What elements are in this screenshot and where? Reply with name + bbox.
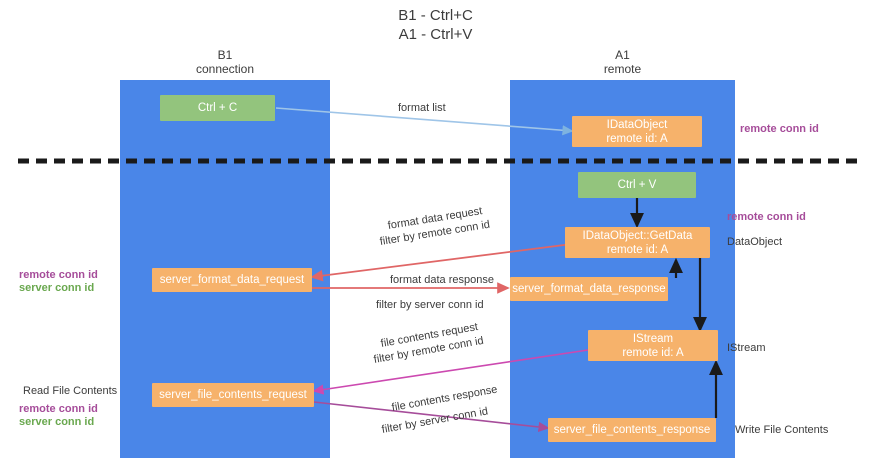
- node-istream-line2: remote id: A: [622, 346, 684, 359]
- column-header-b1-name: B1: [217, 48, 233, 62]
- side-label-istream: IStream: [727, 342, 766, 354]
- label-format-data-response-filter-key: server conn id: [414, 299, 484, 311]
- node-server-file-contents-response[interactable]: server_file_contents_response: [548, 418, 716, 442]
- column-header-a1-sub: remote: [603, 62, 642, 76]
- side-label-left-server-conn-id-bottom: server conn id: [19, 416, 95, 428]
- node-ctrl-c[interactable]: Ctrl + C: [160, 95, 275, 121]
- side-label-remote-conn-id-mid: remote conn id: [727, 211, 806, 223]
- node-idataobject-line1: IDataObject: [606, 118, 668, 131]
- side-label-dataobject: DataObject: [727, 236, 783, 248]
- label-file-contents-response-filter-prefix: filter by: [380, 417, 421, 436]
- side-label-write-file-contents: Write File Contents: [735, 424, 829, 436]
- node-getdata-line1: IDataObject::GetData: [582, 229, 693, 242]
- node-idataobject-getdata[interactable]: IDataObject::GetData remote id: A: [565, 227, 710, 258]
- node-ctrl-v-label: Ctrl + V: [617, 179, 657, 191]
- label-format-data-response-filter-prefix: filter by: [376, 299, 415, 311]
- node-idataobject[interactable]: IDataObject remote id: A: [572, 116, 702, 147]
- node-server-file-contents-request[interactable]: server_file_contents_request: [152, 383, 314, 407]
- title-line-2: A1 - Ctrl+V: [398, 26, 473, 43]
- side-label-left-remote-conn-id-mid: remote conn id: [19, 269, 98, 281]
- title-line-1: B1 - Ctrl+C: [398, 7, 473, 24]
- side-label-left-server-conn-id-mid: server conn id: [19, 282, 95, 294]
- label-format-list: format list: [398, 102, 446, 114]
- node-ctrl-v[interactable]: Ctrl + V: [578, 172, 696, 198]
- node-server-format-data-request-label: server_format_data_request: [159, 274, 305, 286]
- node-server-file-contents-response-label: server_file_contents_response: [553, 424, 711, 436]
- node-server-file-contents-request-label: server_file_contents_request: [159, 389, 307, 401]
- node-ctrl-c-label: Ctrl + C: [197, 102, 238, 114]
- column-header-b1: B1 connection: [120, 48, 330, 76]
- node-getdata-line2: remote id: A: [606, 243, 669, 256]
- node-server-format-data-response-label: server_format_data_response: [512, 283, 666, 295]
- page-title: B1 - Ctrl+C A1 - Ctrl+V: [0, 6, 871, 44]
- column-header-a1-name: A1: [615, 48, 630, 62]
- label-file-contents-request-filter-prefix: filter by: [372, 347, 413, 366]
- side-label-remote-conn-id-top: remote conn id: [740, 123, 819, 135]
- node-idataobject-line2: remote id: A: [606, 132, 668, 145]
- label-format-data-request-filter-prefix: filter by: [378, 230, 419, 248]
- side-label-left-remote-conn-id-bottom: remote conn id: [19, 403, 98, 415]
- node-istream[interactable]: IStream remote id: A: [588, 330, 718, 361]
- label-file-contents-response-filter-key: server conn id: [418, 405, 489, 430]
- side-label-read-file-contents: Read File Contents: [23, 385, 118, 397]
- node-istream-line1: IStream: [632, 332, 674, 345]
- label-format-data-response: format data response: [390, 274, 494, 286]
- node-server-format-data-response[interactable]: server_format_data_response: [510, 277, 668, 301]
- column-header-a1: A1 remote: [510, 48, 735, 76]
- label-format-data-response-filter: filter by server conn id: [376, 299, 484, 312]
- column-header-b1-sub: connection: [195, 62, 255, 76]
- node-server-format-data-request[interactable]: server_format_data_request: [152, 268, 312, 292]
